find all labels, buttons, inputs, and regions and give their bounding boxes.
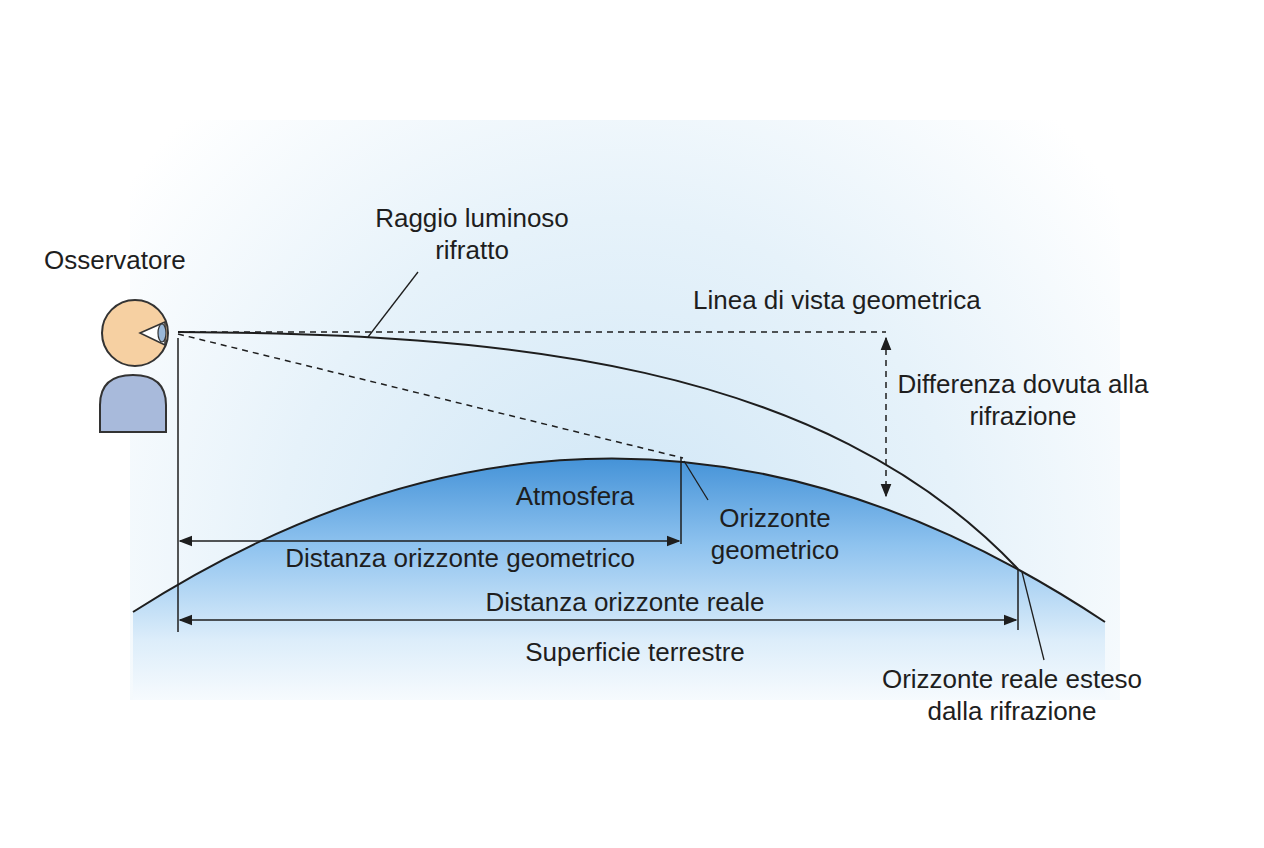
horizon-label: Orizzonte geometrico (690, 502, 860, 566)
surface-label: Superficie terrestre (480, 636, 790, 668)
observer-pupil (158, 324, 166, 342)
distance-arrow (180, 540, 679, 542)
reference-line (177, 338, 179, 632)
atmosphere-label: Atmosfera (500, 480, 650, 512)
distance-arrow (180, 619, 1016, 621)
horizon-label: Orizzonte reale esteso dalla rifrazione (852, 663, 1172, 727)
earth-surface (133, 458, 1105, 622)
observer-body (100, 375, 166, 432)
leader-line (1022, 572, 1044, 660)
observer-label: Osservatore (44, 244, 224, 276)
horizon-tick (1017, 569, 1019, 630)
distance-label: Distanza orizzonte geometrico (240, 542, 680, 574)
sight-line-label: Linea di vista geometrica (693, 284, 1053, 316)
ray-label: Raggio luminoso rifratto (352, 202, 592, 266)
difference-label: Differenza dovuta alla rifrazione (893, 368, 1153, 432)
horizon-tick (680, 458, 682, 544)
leader-line (368, 272, 418, 337)
tangent-line (178, 334, 683, 458)
geometric-sight-line (178, 331, 886, 333)
distance-label: Distanza orizzonte reale (440, 586, 810, 618)
leader-line (684, 461, 708, 500)
observer-head (102, 300, 168, 366)
difference-arrow (885, 338, 887, 496)
observer-eye (140, 322, 165, 345)
refracted-ray (178, 332, 1018, 569)
